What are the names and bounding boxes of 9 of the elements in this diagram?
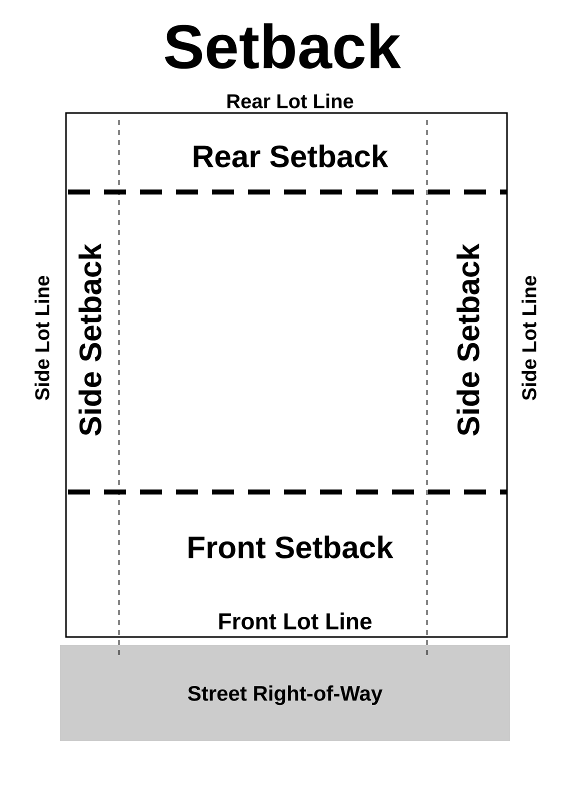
- title: Setback: [164, 23, 401, 69]
- lot-boundary: [65, 112, 508, 638]
- setback-label: Rear Setback: [192, 144, 388, 168]
- setback-label: Side Setback: [456, 244, 480, 436]
- setback-label: Side Setback: [78, 244, 102, 436]
- lot-line-label: Front Lot Line: [218, 612, 372, 630]
- street-band: Street Right-of-Way: [60, 645, 510, 741]
- lot-line-label: Rear Lot Line: [226, 94, 354, 108]
- setback-label: Front Setback: [186, 536, 394, 558]
